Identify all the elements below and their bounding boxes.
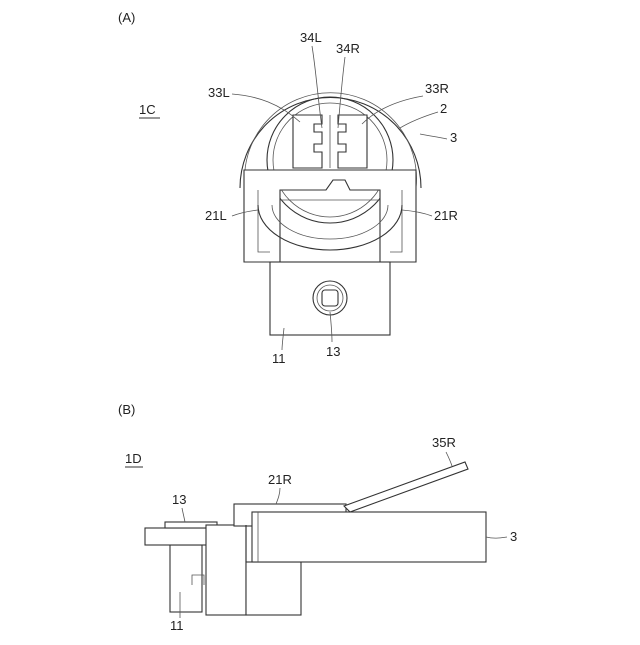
base-block (270, 262, 390, 335)
label-21R-b: 21R (268, 472, 292, 487)
label-2: 2 (440, 101, 447, 116)
leader-3 (420, 134, 447, 139)
leader-13-b (182, 508, 185, 522)
panel-b-label: (B) (118, 402, 135, 417)
label-35R: 35R (432, 435, 456, 450)
label-13-b: 13 (172, 492, 186, 507)
label-21L: 21L (205, 208, 227, 223)
side-holder-foot (246, 562, 301, 615)
leader-33L (232, 94, 300, 122)
label-3-b: 3 (510, 529, 517, 544)
side-knob-plate (145, 528, 207, 545)
label-33R: 33R (425, 81, 449, 96)
label-21R: 21R (434, 208, 458, 223)
left-jaw-33L (293, 115, 322, 168)
label-13: 13 (326, 344, 340, 359)
side-lever-35R (344, 462, 468, 512)
label-33L: 33L (208, 85, 230, 100)
label-34R: 34R (336, 41, 360, 56)
label-11: 11 (272, 351, 286, 366)
leader-3-b (486, 537, 507, 538)
front-plate (244, 170, 416, 262)
panel-a-label: (A) (118, 10, 135, 25)
panel-a: (A) 1C (118, 10, 458, 366)
leader-21R-b (276, 488, 280, 504)
panel-b: (B) 1D 35R 21R 13 3 (118, 402, 517, 633)
side-base-11 (170, 545, 202, 612)
lower-arc-inner (272, 205, 388, 239)
panel-b-model-label: 1D (125, 451, 142, 466)
front-plate-body (244, 170, 416, 262)
label-11-b: 11 (170, 618, 184, 633)
panel-a-model-label: 1C (139, 102, 156, 117)
clamp-jaws (293, 115, 367, 168)
side-disc-3 (252, 512, 486, 562)
leader-2 (400, 112, 438, 128)
leader-35R (446, 452, 452, 466)
side-disc (252, 512, 486, 562)
side-holder-body (206, 525, 246, 615)
label-34L: 34L (300, 30, 322, 45)
base-block-11 (270, 262, 390, 335)
leader-33R (362, 96, 423, 124)
label-3: 3 (450, 130, 457, 145)
